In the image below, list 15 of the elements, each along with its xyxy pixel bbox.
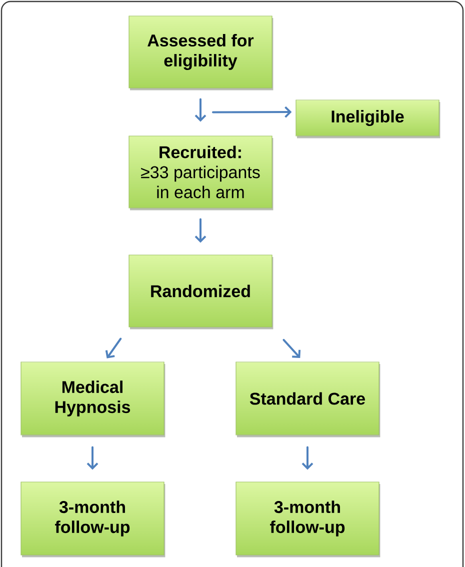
arrow [86, 446, 98, 470]
process-box: Randomized [128, 254, 274, 330]
process-box: Recruited: ≥33 participants in each arm [128, 136, 274, 210]
process-box: Ineligible [296, 100, 440, 138]
arrow [302, 446, 314, 470]
arrow [212, 106, 292, 118]
arrow [194, 218, 206, 243]
process-box: Medical Hypnosis [20, 362, 166, 438]
process-box: 3-month follow-up [236, 482, 380, 558]
arrow [194, 98, 206, 122]
arrow [105, 338, 122, 358]
process-box: Assessed for eligibility [128, 16, 274, 90]
arrow [282, 338, 301, 358]
process-box: Standard Care [236, 362, 380, 438]
process-box: 3-month follow-up [20, 482, 166, 558]
